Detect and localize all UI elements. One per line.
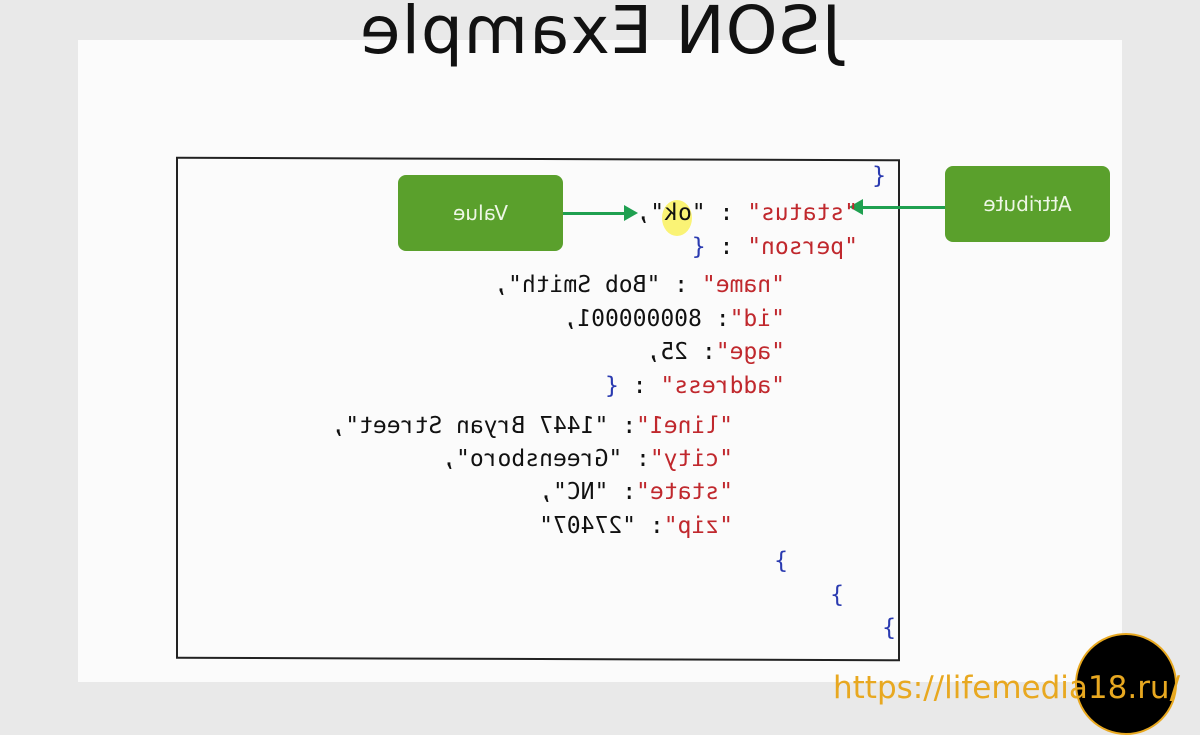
key: "name": [701, 272, 785, 298]
line-name: "name" : "Bob Smith",: [494, 272, 785, 298]
key: "person": [747, 234, 858, 260]
key: "line1": [636, 413, 733, 439]
sep: :: [636, 513, 664, 539]
sep: :: [618, 373, 661, 399]
line-line1: "line1": "1447 Bryan Street",: [331, 413, 733, 439]
slide-title: JSON Example: [359, 0, 841, 69]
key: "zip": [663, 513, 733, 539]
line-state: "state": "NC",: [539, 479, 733, 505]
line-status: "status" : "ok",: [636, 200, 858, 226]
sep: :: [688, 339, 716, 365]
line-address: "address" : {: [605, 373, 785, 399]
attribute-callout: Attribute: [945, 166, 1110, 242]
line-person: "person" : {: [692, 234, 858, 260]
value: 25,: [646, 339, 689, 365]
sep: :: [622, 446, 650, 472]
key: "address": [660, 373, 785, 399]
sep: :: [608, 413, 637, 439]
channel-logo: [1075, 633, 1177, 735]
sep: :: [705, 200, 748, 226]
sep: :: [701, 306, 730, 332]
brace-close-person: }: [830, 582, 844, 608]
value: "27407": [539, 513, 637, 539]
value: "Greensboro",: [442, 446, 623, 472]
key: "age": [715, 339, 785, 365]
brace: {: [604, 373, 619, 399]
line-age: "age": 25,: [647, 339, 786, 365]
value: 800000001,: [563, 306, 702, 332]
brace-close-root: }: [882, 615, 896, 641]
watermark-url: https://lifemedia18.ru/: [833, 670, 1181, 706]
key: "city": [649, 446, 733, 472]
attribute-arrow: [861, 206, 945, 209]
brace-close-address: }: [774, 548, 788, 574]
line-zip: "zip": "27407": [539, 513, 733, 539]
line-city: "city": "Greensboro",: [442, 446, 733, 472]
value-arrow: [563, 212, 626, 215]
sep: :: [705, 234, 748, 260]
key: "id": [729, 306, 785, 332]
value: "1447 Bryan Street",: [331, 413, 609, 439]
value: "Bob Smith",: [494, 272, 661, 298]
value: "ok",: [636, 200, 706, 226]
key: "status": [747, 200, 858, 226]
brace: {: [691, 234, 706, 260]
line-id: "id": 800000001,: [563, 306, 785, 332]
key: "state": [636, 479, 733, 505]
mirrored-video-frame: JSON Example Attribute Value { "status" …: [0, 0, 1200, 720]
sep: :: [608, 479, 637, 505]
value: "NC",: [539, 479, 609, 505]
sep: :: [660, 272, 702, 298]
value-callout: Value: [398, 175, 563, 251]
brace-open: {: [872, 163, 886, 189]
